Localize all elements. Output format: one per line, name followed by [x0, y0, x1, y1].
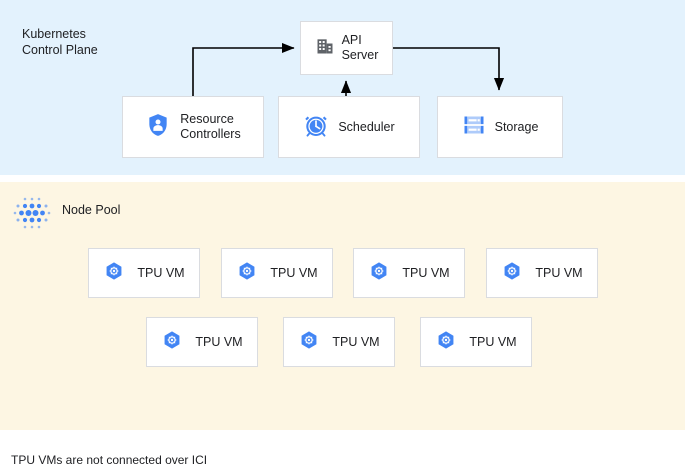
tpu-vm-label: TPU VM — [332, 334, 380, 349]
tpu-vm-label: TPU VM — [469, 334, 517, 349]
tpu-vm-node[interactable]: TPU VM — [146, 317, 258, 367]
tpu-vm-node[interactable]: TPU VM — [221, 248, 333, 298]
resource-controllers-node[interactable]: Resource Controllers — [122, 96, 264, 158]
tpu-vm-node[interactable]: TPU VM — [353, 248, 465, 298]
tpu-hex-icon — [236, 260, 258, 287]
tpu-vm-node[interactable]: TPU VM — [486, 248, 598, 298]
alarm-clock-icon — [303, 112, 329, 143]
tpu-vm-node[interactable]: TPU VM — [88, 248, 200, 298]
tpu-vm-label: TPU VM — [270, 265, 318, 280]
tpu-vm-label: TPU VM — [402, 265, 450, 280]
tpu-vm-label: TPU VM — [535, 265, 583, 280]
tpu-hex-icon — [435, 329, 457, 356]
node-pool-title: Node Pool — [62, 203, 121, 217]
tpu-hex-icon — [298, 329, 320, 356]
dot-matrix-icon — [11, 193, 53, 235]
storage-label: Storage — [494, 119, 539, 134]
tpu-vm-node[interactable]: TPU VM — [283, 317, 395, 367]
building-icon — [315, 36, 335, 61]
control-plane-title: Kubernetes Control Plane — [22, 27, 98, 57]
scheduler-label: Scheduler — [338, 119, 395, 134]
shield-user-icon — [145, 112, 171, 143]
storage-node[interactable]: Storage — [437, 96, 563, 158]
tpu-hex-icon — [103, 260, 125, 287]
tpu-hex-icon — [501, 260, 523, 287]
scheduler-node[interactable]: Scheduler — [278, 96, 420, 158]
tpu-vm-label: TPU VM — [195, 334, 243, 349]
resource-controllers-label: Resource Controllers — [180, 112, 241, 141]
api-server-node[interactable]: API Server — [300, 21, 393, 75]
node-pool-panel — [0, 182, 685, 430]
tpu-hex-icon — [161, 329, 183, 356]
api-server-label: API Server — [341, 33, 379, 62]
tpu-vm-node[interactable]: TPU VM — [420, 317, 532, 367]
tpu-vm-label: TPU VM — [137, 265, 185, 280]
diagram-caption: TPU VMs are not connected over ICI — [11, 453, 208, 467]
server-rack-icon — [462, 113, 486, 142]
tpu-hex-icon — [368, 260, 390, 287]
